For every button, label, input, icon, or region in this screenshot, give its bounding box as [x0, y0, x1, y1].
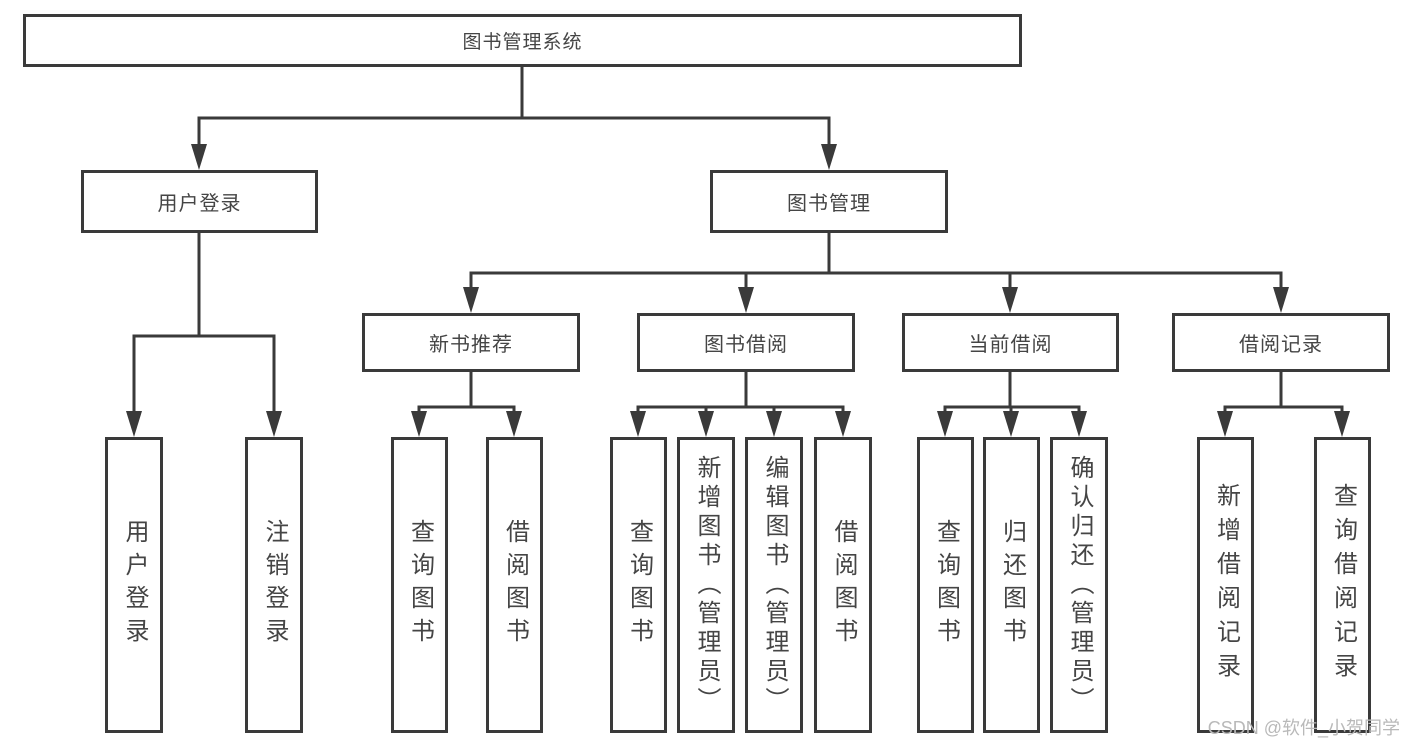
node-query-books-3: 查询图书 [917, 437, 974, 733]
arrowhead-icons [126, 144, 1350, 437]
node-label: 归还图书 [998, 519, 1026, 651]
node-add-borrow-record: 新增借阅记录 [1197, 437, 1254, 733]
node-query-books-1: 查询图书 [391, 437, 448, 733]
node-borrow-record: 借阅记录 [1172, 313, 1390, 372]
node-label: 用户登录 [121, 519, 148, 651]
node-new-book-recommend: 新书推荐 [362, 313, 580, 372]
node-label: 借阅图书 [501, 519, 529, 651]
node-label: 查询图书 [625, 519, 653, 651]
node-label: 当前借阅 [968, 334, 1053, 356]
node-borrow-books-1: 借阅图书 [486, 437, 543, 733]
node-user-login: 用户登录 [81, 170, 318, 233]
node-label: 图书借阅 [704, 334, 788, 356]
node-book-borrow: 图书借阅 [637, 313, 855, 372]
node-current-borrow: 当前借阅 [902, 313, 1119, 372]
node-label: 编辑图书（管理员） [761, 454, 788, 716]
watermark: CSDN @软件_小贺同学 [1207, 718, 1400, 738]
node-edit-books-admin: 编辑图书（管理员） [745, 437, 803, 733]
node-label: 用户登录 [157, 193, 242, 215]
node-confirm-return-admin: 确认归还（管理员） [1050, 437, 1108, 733]
node-borrow-books-2: 借阅图书 [814, 437, 872, 733]
node-label: 借阅图书 [830, 519, 857, 651]
node-query-borrow-record: 查询借阅记录 [1314, 437, 1371, 733]
node-label: 查询图书 [932, 519, 960, 651]
node-book-management: 图书管理 [710, 170, 948, 233]
node-label: 图书管理系统 [462, 32, 583, 53]
node-label: 确认归还（管理员） [1066, 454, 1093, 716]
node-label: 图书管理 [787, 193, 871, 215]
node-label: 查询借阅记录 [1329, 483, 1357, 687]
node-label: 新增借阅记录 [1212, 483, 1240, 687]
node-label: 借阅记录 [1239, 334, 1323, 356]
node-user-login-leaf: 用户登录 [105, 437, 163, 733]
node-label: 新书推荐 [429, 334, 513, 356]
node-query-books-2: 查询图书 [610, 437, 667, 733]
node-return-books: 归还图书 [983, 437, 1040, 733]
node-add-books-admin: 新增图书（管理员） [677, 437, 735, 733]
node-label: 注销登录 [261, 519, 288, 651]
node-label: 查询图书 [406, 519, 434, 651]
node-logout: 注销登录 [245, 437, 303, 733]
node-label: 新增图书（管理员） [693, 454, 720, 716]
node-library-management-system: 图书管理系统 [23, 14, 1022, 67]
